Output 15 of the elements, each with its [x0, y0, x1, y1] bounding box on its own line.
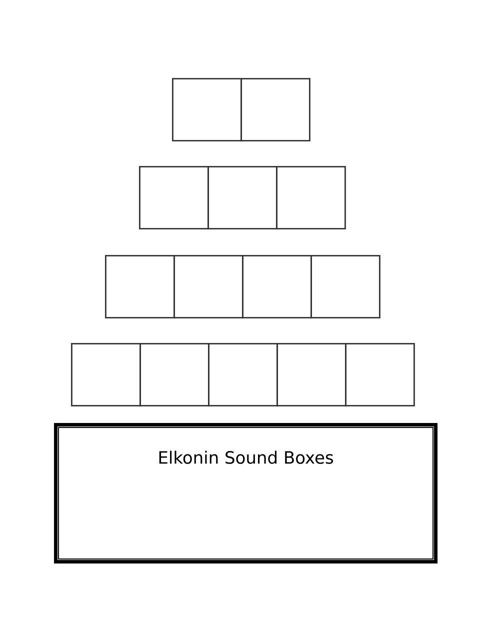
- sound-box: [172, 78, 242, 142]
- sound-box: [276, 166, 346, 230]
- title-box: Elkonin Sound Boxes: [54, 423, 438, 564]
- sound-box: [208, 343, 278, 406]
- sound-box: [208, 166, 278, 230]
- sound-box: [310, 255, 380, 318]
- sound-box: [71, 343, 141, 406]
- sound-box: [240, 78, 310, 142]
- sound-box: [105, 255, 175, 318]
- sound-box: [174, 255, 244, 318]
- sound-box: [276, 343, 346, 406]
- sound-box: [140, 343, 210, 406]
- sound-box: [345, 343, 415, 406]
- sound-box: [139, 166, 209, 230]
- sound-box: [242, 255, 312, 318]
